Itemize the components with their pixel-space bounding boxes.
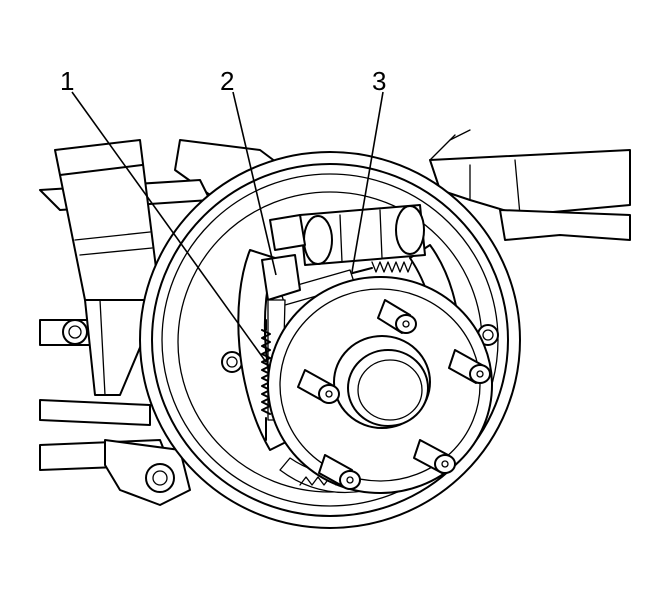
callout-label-1: 1 <box>60 66 74 96</box>
wheel-hub <box>267 276 493 494</box>
callout-leaders <box>71 91 384 363</box>
leader-3 <box>351 91 384 273</box>
wheel-stud <box>318 454 361 490</box>
callout-label-2: 2 <box>220 66 234 96</box>
leader-2 <box>232 91 277 276</box>
wheel-studs <box>297 299 491 490</box>
shock-absorber <box>54 139 161 396</box>
wheel-cylinder <box>269 204 426 266</box>
callout-label-3: 3 <box>372 66 386 96</box>
return-spring <box>261 319 271 441</box>
wheel-stud <box>413 439 456 474</box>
callout-labels: 1 2 3 <box>60 66 386 96</box>
wheel-stud <box>377 299 417 334</box>
leader-1 <box>71 91 267 363</box>
wheel-stud <box>297 369 340 404</box>
wheel-stud <box>448 349 491 384</box>
